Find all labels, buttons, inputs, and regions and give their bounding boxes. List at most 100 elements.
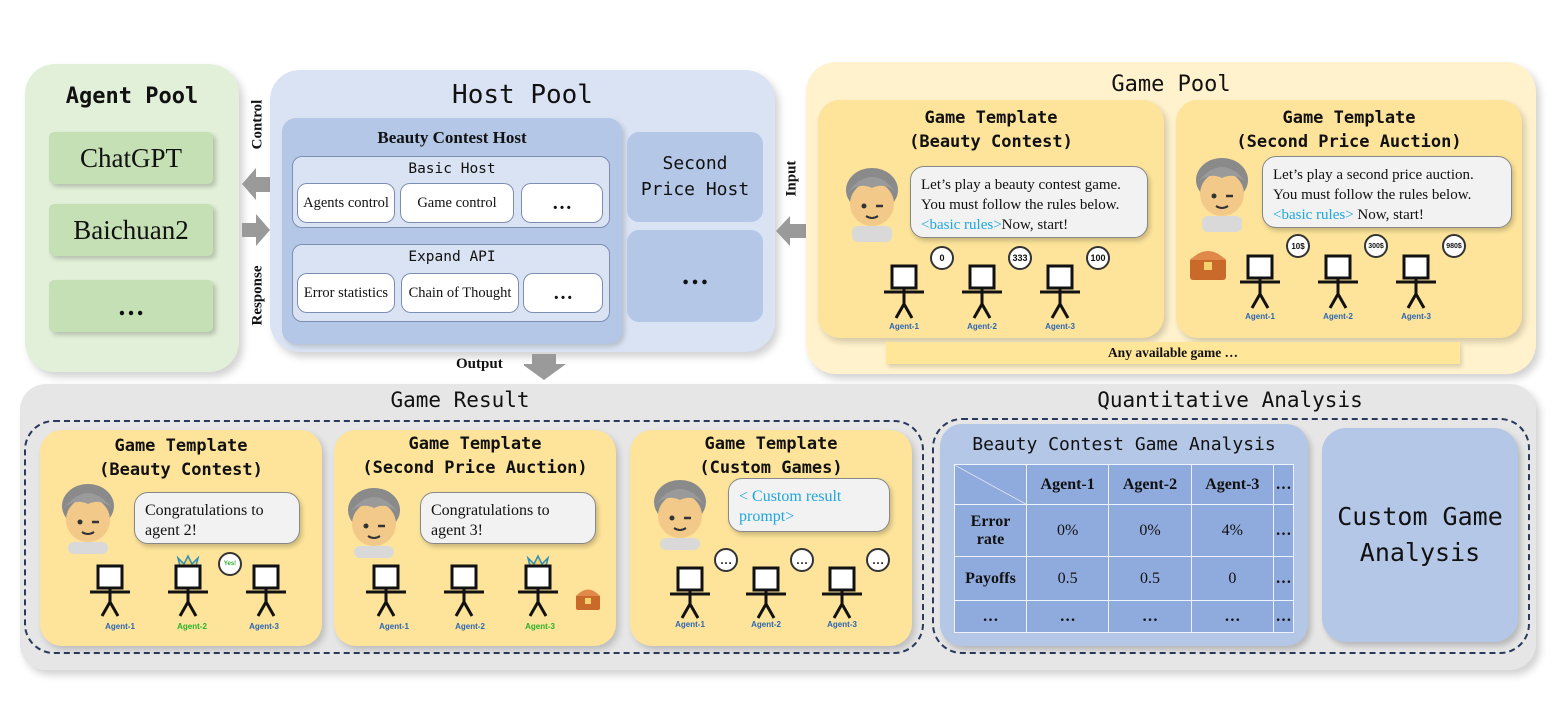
- beauty-contest-host: Beauty Contest Host Basic Host Agents co…: [282, 118, 622, 344]
- game-result-frame: [24, 420, 924, 654]
- bid-bubble: 10$: [1286, 234, 1310, 258]
- template-title: Game Template (Beauty Contest): [909, 108, 1073, 152]
- prompt-line3: <basic rules>Now, start!: [921, 215, 1137, 235]
- agent-label: Agent-3: [1045, 322, 1075, 331]
- treasure-chest-icon: [1188, 246, 1228, 287]
- analysis-table-card: Beauty Contest Game Analysis Agent-1 Age…: [940, 424, 1308, 646]
- result-template-custom[interactable]: Game Template (Custom Games) < Custom re…: [630, 430, 912, 646]
- game-result-title: Game Result: [390, 388, 530, 412]
- table-cell: …: [1273, 556, 1294, 601]
- table-cell: 0.5: [1108, 556, 1192, 601]
- table-header: …: [1273, 464, 1294, 505]
- second-price-host[interactable]: Second Price Host: [627, 132, 763, 222]
- agent-label: Agent-2: [177, 622, 207, 631]
- bid-bubble: 333: [1008, 246, 1032, 270]
- treasure-chest-icon: [574, 586, 602, 617]
- agent-label: Agent-1: [889, 322, 919, 331]
- game-control-box[interactable]: Game control: [400, 183, 514, 223]
- agent-label: Agent-2: [455, 622, 485, 631]
- game-pool-template-beauty[interactable]: Game Template (Beauty Contest) Let’s pla…: [818, 100, 1164, 338]
- table-header: Agent-3: [1190, 464, 1275, 505]
- input-label: Input: [783, 160, 800, 197]
- table-header: Agent-2: [1108, 464, 1192, 505]
- output-label: Output: [456, 356, 503, 372]
- game-prompt-bubble: Let’s play a second price auction. You m…: [1262, 156, 1512, 228]
- result-bubble: Congratulations to agent 2!: [134, 492, 300, 544]
- bid-bubble: 100: [1086, 246, 1110, 270]
- template-title: Game Template (Custom Games): [699, 434, 843, 478]
- expand-more-box[interactable]: …: [523, 273, 603, 313]
- game-pool-template-auction[interactable]: Game Template (Second Price Auction) Let…: [1176, 100, 1522, 338]
- template-title: Game Template (Beauty Contest): [99, 436, 263, 480]
- basic-rules-link[interactable]: <basic rules>: [921, 217, 1002, 233]
- table-cell: …: [1025, 600, 1110, 633]
- agent-item-baichuan2[interactable]: Baichuan2: [49, 204, 213, 256]
- host-avatar-icon: [340, 482, 408, 563]
- host-avatar-icon: [646, 474, 714, 555]
- thought-bubble: …: [866, 548, 890, 572]
- game-pool: Game Pool Game Template (Beauty Contest)…: [806, 62, 1536, 374]
- any-available-game[interactable]: Any available game …: [886, 342, 1460, 364]
- agent-label: Agent-3: [827, 620, 857, 629]
- agent-pool: Agent Pool ChatGPT Baichuan2 …: [25, 64, 239, 372]
- prompt-line2: You must follow the rules below.: [1273, 187, 1472, 203]
- table-cell: 0%: [1025, 504, 1110, 557]
- basic-more-box[interactable]: …: [521, 183, 603, 223]
- host-avatar-icon: [838, 162, 906, 247]
- agent-label: Agent-1: [105, 622, 135, 631]
- host-more[interactable]: …: [627, 230, 763, 322]
- error-statistics-box[interactable]: Error statistics: [297, 273, 395, 313]
- row-label: …: [954, 600, 1027, 633]
- host-pool-title: Host Pool: [452, 80, 593, 110]
- response-label: Response: [249, 265, 266, 326]
- output-arrow: [524, 354, 566, 380]
- template-title: Game Template (Second Price Auction): [362, 434, 588, 478]
- host-pool: Host Pool Beauty Contest Host Basic Host…: [270, 70, 775, 352]
- analysis-table: Agent-1 Agent-2 Agent-3 … Error rate 0% …: [954, 464, 1294, 633]
- table-cell: 0%: [1108, 504, 1192, 557]
- prompt-line2: You must follow the rules below.: [921, 197, 1120, 213]
- agent-label: Agent-2: [751, 620, 781, 629]
- agent-label: Agent-3: [1401, 312, 1431, 321]
- table-header: Agent-1: [1025, 464, 1110, 505]
- prompt-tail: Now, start!: [1353, 207, 1424, 223]
- custom-game-analysis[interactable]: Custom Game Analysis: [1322, 428, 1518, 642]
- agent-label: Agent-2: [1323, 312, 1353, 321]
- prompt-line1: Let’s play a second price auction.: [1273, 167, 1474, 183]
- host-avatar-icon: [1188, 152, 1256, 237]
- prompt-line3: <basic rules> Now, start!: [1273, 205, 1501, 225]
- table-cell: 0: [1190, 556, 1275, 601]
- basic-rules-link[interactable]: <basic rules>: [1273, 207, 1354, 223]
- control-response-arrows: [242, 168, 270, 246]
- winner-bubble: Yes!: [218, 552, 242, 576]
- row-label: Error rate: [954, 504, 1027, 557]
- result-template-beauty[interactable]: Game Template (Beauty Contest) Congratul…: [40, 430, 322, 646]
- prompt-tail: Now, start!: [1001, 217, 1069, 233]
- agents-control-box[interactable]: Agents control: [297, 183, 395, 223]
- robot-agents: [90, 554, 286, 617]
- robot-agents: [1240, 254, 1436, 309]
- control-label: Control: [249, 99, 266, 150]
- basic-host-title: Basic Host: [408, 161, 496, 177]
- agent-label: Agent-2: [967, 322, 997, 331]
- chain-of-thought-box[interactable]: Chain of Thought: [401, 273, 519, 313]
- row-label: Payoffs: [954, 556, 1027, 601]
- input-arrow: [776, 216, 806, 246]
- agent-label: Agent-3: [249, 622, 279, 631]
- agent-item-more[interactable]: …: [49, 280, 213, 332]
- table-cell: 4%: [1190, 504, 1275, 557]
- table-cell: …: [1190, 600, 1275, 633]
- agent-label: Agent-1: [1245, 312, 1275, 321]
- robot-agents: [884, 264, 1080, 319]
- quant-title: Quantitative Analysis: [1097, 388, 1363, 412]
- game-pool-title: Game Pool: [1111, 72, 1231, 97]
- table-corner-cell: [954, 464, 1027, 505]
- expand-api-title: Expand API: [408, 249, 496, 265]
- agent-item-chatgpt[interactable]: ChatGPT: [49, 132, 213, 184]
- result-template-auction[interactable]: Game Template (Second Price Auction) Con…: [334, 430, 616, 646]
- result-bubble: Congratulations to agent 3!: [420, 492, 596, 544]
- agent-label: Agent-1: [379, 622, 409, 631]
- table-cell: 0.5: [1025, 556, 1110, 601]
- table-cell: …: [1273, 600, 1294, 633]
- bid-bubble: 300$: [1364, 234, 1388, 258]
